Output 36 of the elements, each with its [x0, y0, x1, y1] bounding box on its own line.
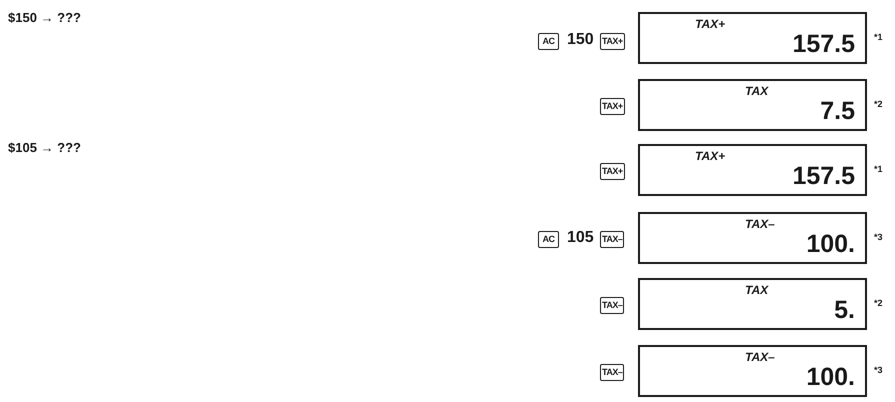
key-input-number: 150 [567, 31, 594, 49]
footnote-mark: *1 [874, 164, 883, 174]
indicator-text: TAX+ [695, 149, 726, 163]
example-heading: $105 → ??? [8, 140, 81, 155]
display-screen [638, 345, 867, 397]
calculator-key: TAX+ [600, 163, 625, 180]
calculator-key: AC [538, 33, 559, 50]
calculator-key: TAX– [600, 297, 624, 314]
display-screen [638, 12, 867, 64]
indicator-text: TAX [745, 84, 768, 98]
calculator-key: TAX– [600, 231, 624, 248]
display-value: 5. [834, 296, 855, 325]
indicator-text: TAX– [745, 350, 775, 364]
footnote-mark: *3 [874, 232, 883, 242]
calculator-key: TAX+ [600, 98, 625, 115]
footnote-mark: *1 [874, 32, 883, 42]
display-screen [638, 79, 867, 131]
display-screen [638, 144, 867, 196]
footnote-mark: *3 [874, 365, 883, 375]
display-value: 100. [806, 363, 855, 392]
footnote-mark: *2 [874, 99, 883, 109]
calculator-key: AC [538, 231, 559, 248]
indicator-text: TAX– [745, 217, 775, 231]
display-screen [638, 278, 867, 330]
indicator-text: TAX [745, 283, 768, 297]
calculator-key: TAX+ [600, 33, 625, 50]
display-value: 157.5 [792, 30, 855, 59]
example-heading: $150 → ??? [8, 10, 81, 25]
display-value: 100. [806, 230, 855, 259]
footnote-mark: *2 [874, 298, 883, 308]
display-value: 157.5 [792, 162, 855, 191]
display-value: 7.5 [820, 97, 855, 126]
calculator-key: TAX– [600, 364, 624, 381]
indicator-text: TAX+ [695, 17, 726, 31]
key-input-number: 105 [567, 229, 594, 247]
display-screen [638, 212, 867, 264]
